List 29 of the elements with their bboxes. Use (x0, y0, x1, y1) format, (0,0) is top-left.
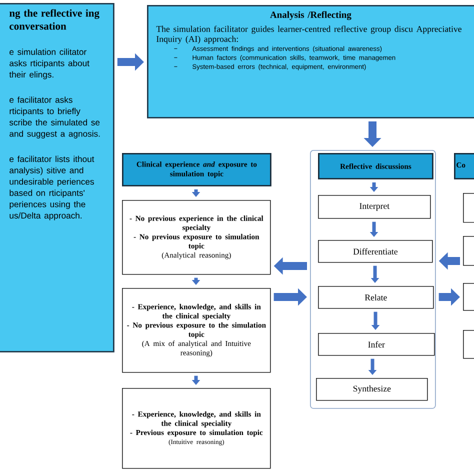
step-box (463, 330, 474, 359)
step-label: Interpret (360, 203, 390, 211)
step-box (318, 333, 435, 356)
content-box (122, 288, 271, 373)
step-box (318, 240, 433, 263)
step-box (316, 378, 428, 401)
header-box (318, 153, 434, 180)
content-box (122, 200, 271, 275)
step-label: Differentiate (353, 248, 398, 255)
step-box (463, 193, 474, 223)
body-text: The simulation facilitator guides learner-centred reflective group discu Appreciative Inquiry (AI) approach: (156, 26, 462, 44)
heading: ng the reflective ing conversation (9, 9, 100, 30)
header-box (122, 153, 272, 186)
panel-box (147, 5, 474, 118)
step-description: e simulation cilitator asks rticipants about their elings. (9, 48, 90, 80)
step-description: e facilitator asks rticipants to briefly scribe the simulated se and suggest a agnosis. (9, 96, 100, 138)
step-box (463, 283, 474, 311)
title: Analysis /Reflecting (270, 11, 352, 20)
content-box (122, 388, 271, 469)
step-box (318, 195, 431, 219)
step-box (463, 236, 474, 266)
step-label: Synthesize (353, 385, 391, 394)
step-label: Infer (368, 341, 385, 348)
header-box (454, 153, 474, 180)
group-frame (310, 150, 436, 409)
step-label: Relate (364, 294, 387, 300)
step-description: e facilitator lists ithout analysis) sitive and undesirable periences based on rticipants' periences using the us/Delta approach. (10, 156, 94, 220)
step-box (318, 286, 434, 309)
panel-box (0, 3, 114, 352)
